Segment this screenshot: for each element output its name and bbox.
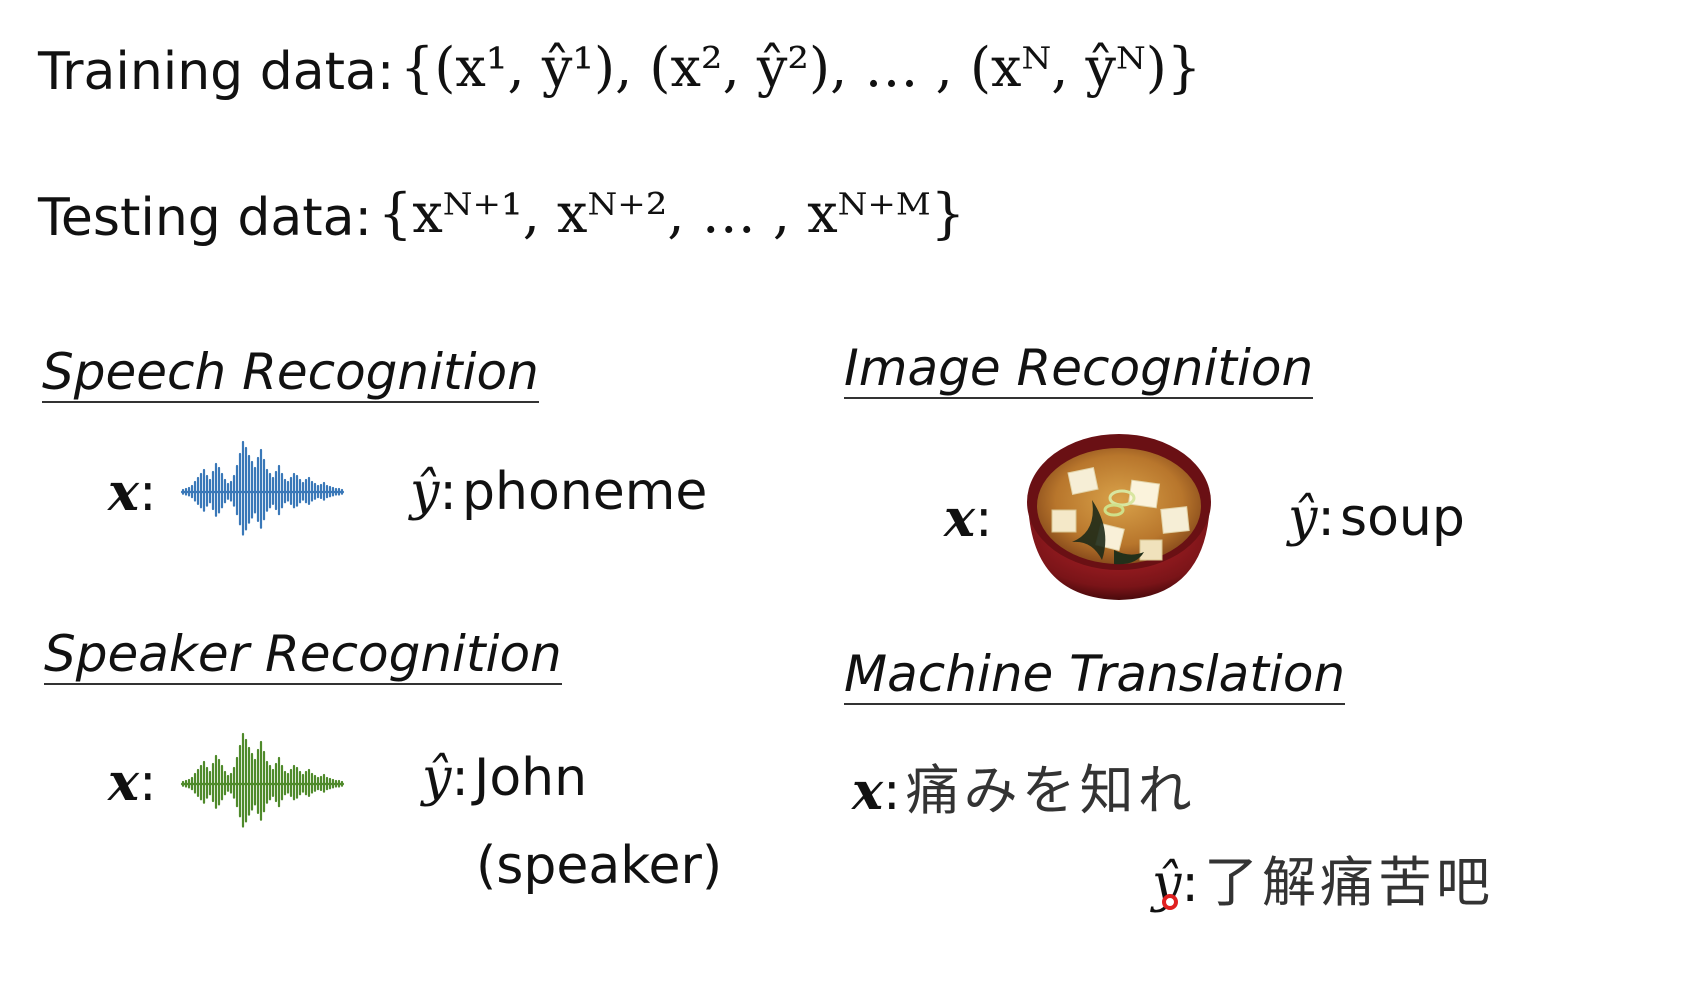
machine-translation-heading: Machine Translation xyxy=(844,645,1346,705)
translation-y-value: 了解痛苦吧 xyxy=(1204,851,1495,914)
speaker-y-row: ŷ: John xyxy=(422,748,587,808)
image-y-row: ŷ: soup xyxy=(1288,488,1465,548)
translation-y-row: ŷ: 了解痛苦吧 xyxy=(1152,838,1494,917)
translation-x-symbol: x xyxy=(852,761,884,822)
translation-y-colon: : xyxy=(1181,854,1199,914)
speaker-x-symbol: x xyxy=(108,752,140,813)
pointer-cursor-icon xyxy=(1162,894,1178,910)
speaker-x-row: x: xyxy=(108,752,157,813)
translation-x-row: x: 痛みを知れ xyxy=(852,746,1196,825)
speaker-y-symbol: ŷ xyxy=(422,748,452,808)
image-y-symbol: ŷ xyxy=(1288,488,1318,548)
image-x-symbol: x xyxy=(944,488,976,549)
speech-y-colon: : xyxy=(439,462,457,522)
speaker-y-value: John xyxy=(474,748,588,808)
speaker-x-colon: : xyxy=(139,753,157,813)
miso-soup-bowl-image xyxy=(1027,434,1211,600)
speaker-waveform-icon xyxy=(180,732,345,828)
speaker-y-colon: : xyxy=(451,748,469,808)
speech-x-symbol: x xyxy=(108,462,140,523)
image-recognition-heading: Image Recognition xyxy=(844,339,1314,399)
speech-x-colon: : xyxy=(139,463,157,523)
image-x-colon: : xyxy=(975,489,993,549)
testing-data-label: Testing data: xyxy=(38,188,372,248)
speaker-y-note: (speaker) xyxy=(476,836,723,896)
image-y-colon: : xyxy=(1317,488,1335,548)
translation-x-value: 痛みを知れ xyxy=(905,759,1196,822)
testing-data-formula: {xᴺ⁺¹, xᴺ⁺², … , xᴺ⁺ᴹ} xyxy=(378,182,966,245)
speech-y-value: phoneme xyxy=(462,462,708,522)
speaker-recognition-heading: Speaker Recognition xyxy=(44,625,562,685)
speech-recognition-heading: Speech Recognition xyxy=(42,343,539,403)
speech-waveform-icon xyxy=(180,440,345,536)
translation-x-colon: : xyxy=(883,762,901,822)
speech-x-row: x: xyxy=(108,462,157,523)
image-y-value: soup xyxy=(1340,488,1465,548)
speech-y-symbol: ŷ xyxy=(410,462,440,522)
image-x-row: x: xyxy=(944,488,993,549)
training-data-label: Training data: xyxy=(38,42,395,102)
training-data-formula: {(x¹, ŷ¹), (x², ŷ²), … , (xᴺ, ŷᴺ)} xyxy=(400,36,1202,99)
speech-y-row: ŷ: phoneme xyxy=(410,462,707,522)
